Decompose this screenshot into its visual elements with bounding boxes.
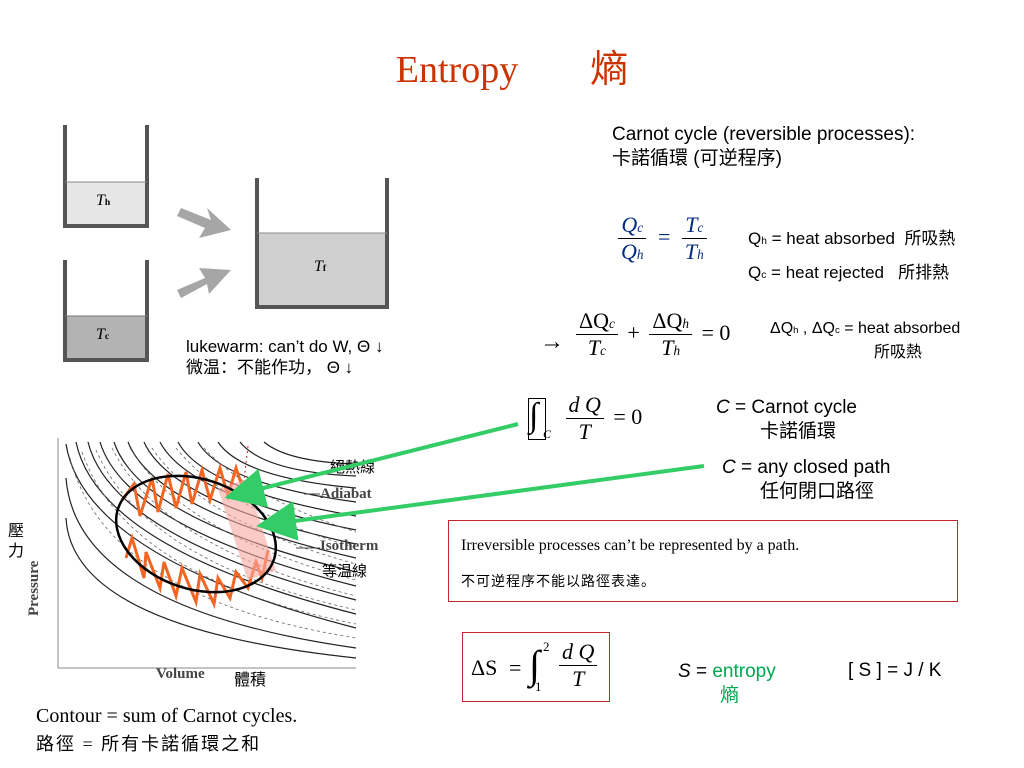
entropy-definition: S = entropy 熵: [678, 661, 776, 706]
final-label: Tf: [314, 258, 327, 275]
c-carnot-definition: C = Carnot cycle 卡諾循環: [716, 397, 857, 442]
adiabat-label: Adiabat: [320, 486, 372, 502]
cold-label: Tc: [96, 326, 110, 343]
lukewarm-note: lukewarm: can’t do W, Θ ↓ 微温：不能作功， Θ ↓: [186, 337, 384, 377]
isotherm-label: Isotherm: [320, 538, 379, 554]
implies-arrow: →: [540, 328, 564, 355]
title-zh: 熵: [590, 49, 629, 91]
delta-q-note: ΔQh , ΔQc = heat absorbed 所吸熱: [770, 320, 961, 361]
irreversible-box: Irreversible processes can’t be represen…: [448, 520, 958, 602]
arrow-up-right: [177, 268, 231, 298]
pressure-label: Pressure: [26, 560, 42, 616]
page-title: Entropy 熵: [0, 38, 1024, 93]
beakers-diagram: [63, 125, 389, 362]
entropy-units: [ S ] = J / K: [848, 660, 942, 681]
qc-definition: Qc = heat rejected 所排熱: [748, 263, 950, 282]
cold-liquid: [65, 316, 147, 358]
hot-beaker: [63, 125, 149, 228]
pressure-zh-label: 壓力: [8, 523, 25, 560]
cold-beaker: [63, 260, 149, 362]
title-en: Entropy: [395, 49, 519, 91]
volume-label: Volume: [156, 666, 205, 682]
integral-box: ∫ C: [528, 396, 552, 441]
volume-zh-label: 體積: [234, 672, 267, 689]
final-liquid: [257, 233, 387, 305]
final-beaker: [255, 178, 389, 309]
isotherm-zh-label: 等温線: [322, 563, 368, 580]
c-any-definition: C = any closed path 任何閉口路徑: [722, 457, 891, 502]
carnot-heading: Carnot cycle (reversible processes): 卡諾循…: [612, 124, 916, 169]
closed-path: [114, 474, 278, 594]
arrow-down-right: [177, 208, 231, 238]
qh-definition: Qh = heat absorbed 所吸熱: [748, 229, 956, 248]
hot-liquid: [65, 182, 147, 224]
adiabat-zh-label: 絕熱線: [330, 459, 376, 476]
hot-label: Th: [96, 192, 111, 209]
contour-note: Contour = sum of Carnot cycles. 路徑 = 所有卡…: [36, 705, 298, 754]
